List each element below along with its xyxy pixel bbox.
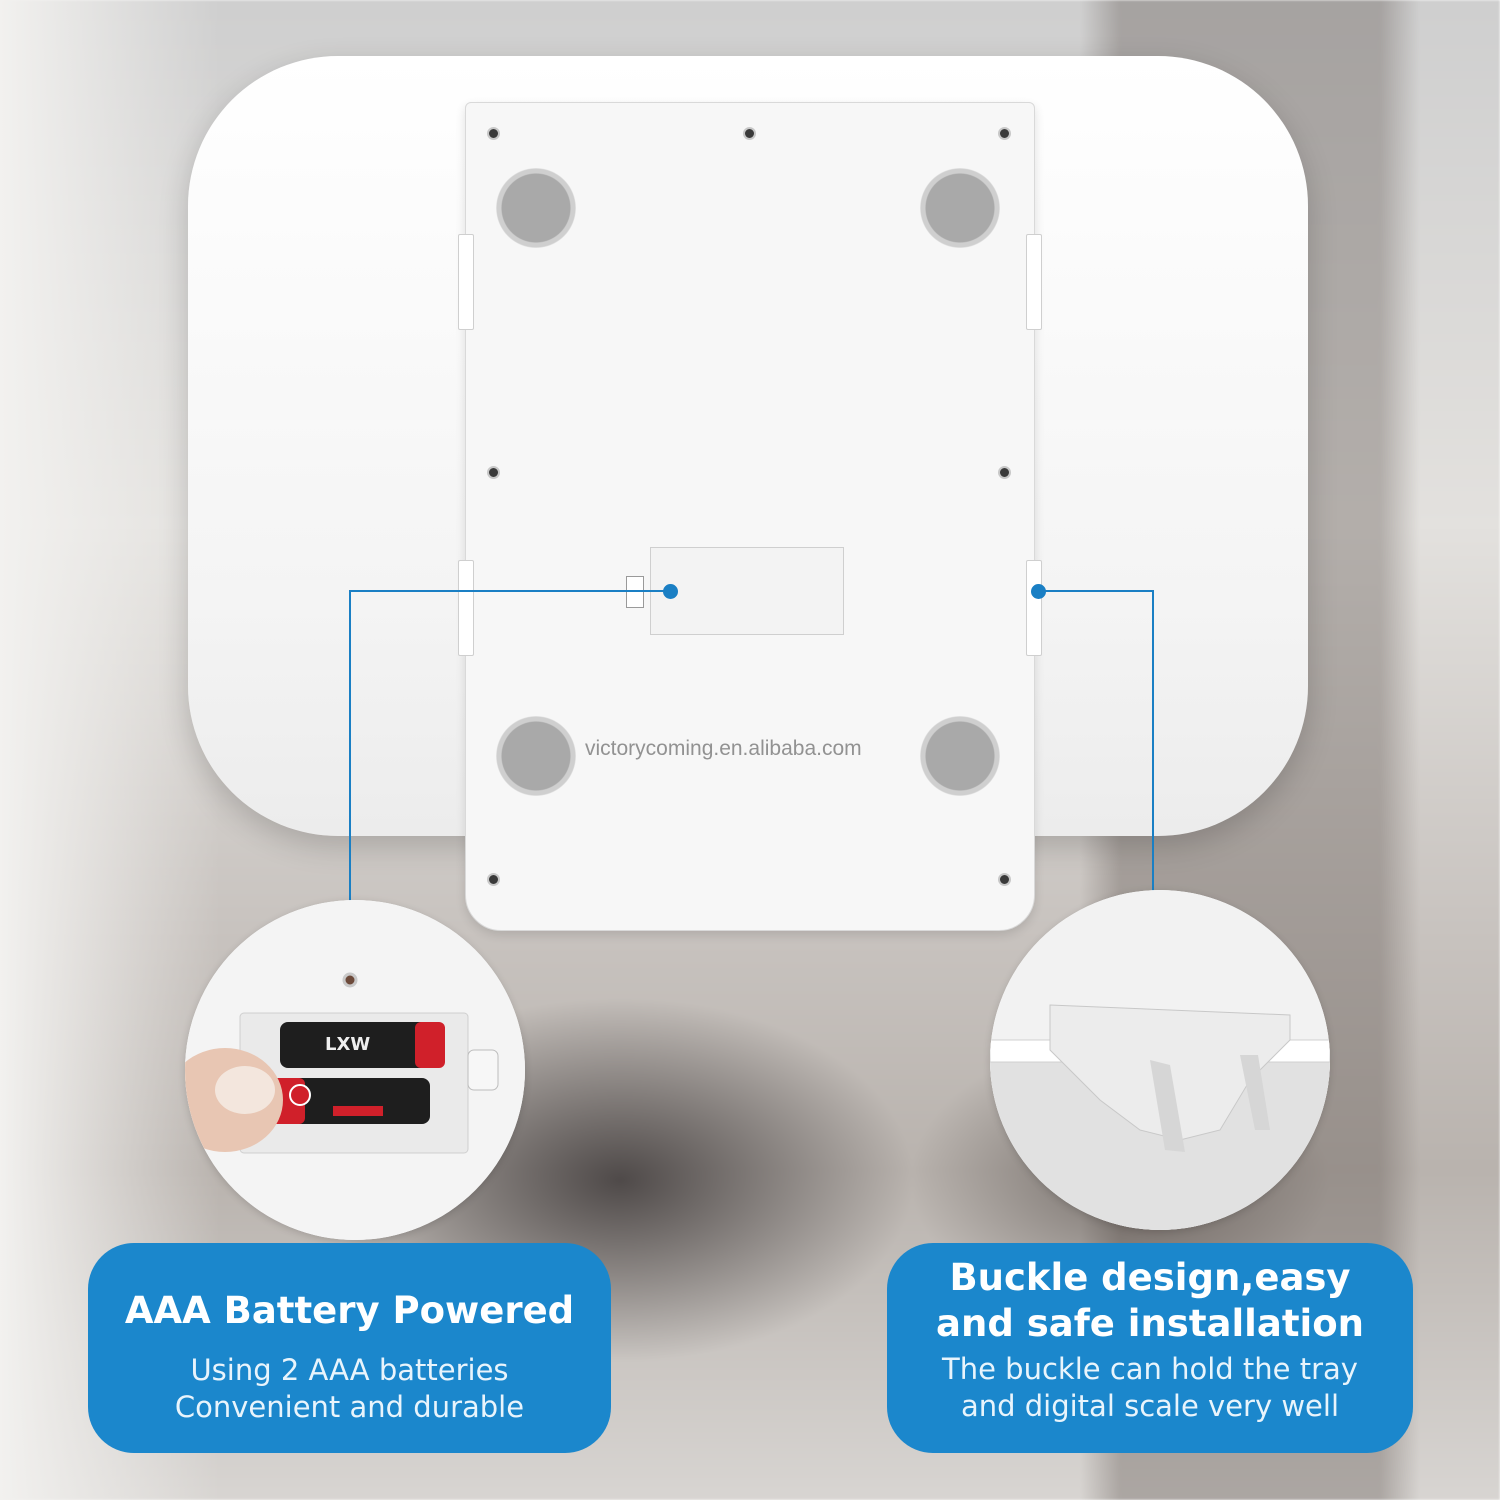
card-title: and safe installation xyxy=(936,1302,1364,1345)
watermark: victorycoming.en.alibaba.com xyxy=(585,737,862,760)
card-line: Using 2 AAA batteries xyxy=(190,1353,509,1387)
battery-latch xyxy=(626,576,644,608)
buckle-detail-circle xyxy=(990,890,1330,1230)
callout-line xyxy=(349,590,351,902)
rubber-foot xyxy=(920,168,1000,248)
battery-info-card: AAA Battery Powered Using 2 AAA batterie… xyxy=(88,1243,611,1453)
screw xyxy=(487,466,500,479)
callout-line xyxy=(1038,590,1154,592)
callout-line xyxy=(1152,590,1154,902)
battery-detail-circle: LXW xyxy=(185,900,525,1240)
battery-door xyxy=(650,547,844,635)
battery-compartment-illustration: LXW xyxy=(185,900,525,1240)
rubber-foot xyxy=(496,716,576,796)
buckle-clip xyxy=(1026,234,1042,330)
buckle-illustration xyxy=(990,890,1330,1230)
card-line: Convenient and durable xyxy=(174,1390,525,1424)
buckle-info-card: Buckle design,easy and safe installation… xyxy=(887,1243,1413,1453)
battery-brand-text: LXW xyxy=(325,1034,370,1055)
card-line: The buckle can hold the tray xyxy=(942,1352,1358,1386)
screw xyxy=(487,873,500,886)
rubber-foot xyxy=(496,168,576,248)
screw xyxy=(998,127,1011,140)
rubber-foot xyxy=(920,716,1000,796)
card-line: and digital scale very well xyxy=(960,1389,1340,1423)
buckle-clip xyxy=(458,234,474,330)
card-title: Buckle design,easy xyxy=(949,1256,1351,1299)
screw xyxy=(998,466,1011,479)
buckle-clip xyxy=(1026,560,1042,656)
screw xyxy=(998,873,1011,886)
callout-dot-battery xyxy=(663,584,678,599)
buckle-clip xyxy=(458,560,474,656)
card-title: AAA Battery Powered xyxy=(124,1289,575,1332)
screw xyxy=(487,127,500,140)
callout-line xyxy=(349,590,669,592)
screw xyxy=(743,127,756,140)
